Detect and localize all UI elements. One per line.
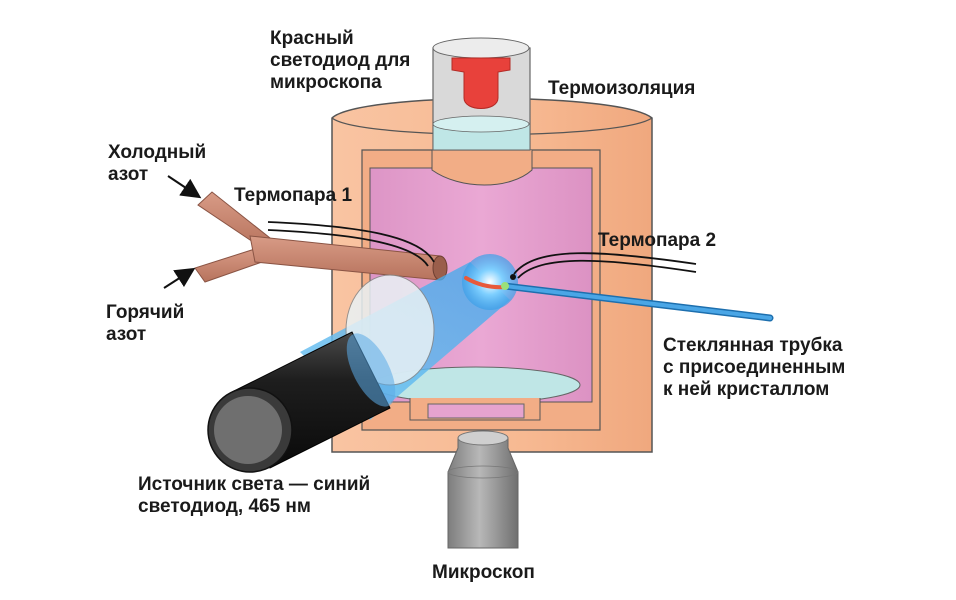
red-led-label: Красный светодиод для микроскопа — [270, 28, 411, 93]
glass-tube-label: Стеклянная трубка с присоединенным к ней… — [663, 335, 846, 400]
light-source-label: Источник света — синий светодиод, 465 нм — [138, 474, 371, 517]
hot-nitrogen-label: Горячий азот — [106, 302, 185, 345]
sample-glow — [462, 254, 518, 310]
microscope — [447, 430, 519, 549]
light-source-lamp — [207, 331, 396, 473]
glass-tube — [464, 276, 774, 322]
thermocouple-1-label: Термопара 1 — [234, 185, 353, 206]
microscope-label: Микроскоп — [432, 562, 535, 583]
nitrogen-pipe — [194, 191, 448, 283]
thermocouple-2-label: Термопара 2 — [598, 230, 717, 251]
insulation-label: Термоизоляция — [548, 78, 696, 99]
thermocouple-2-wires — [510, 252, 697, 280]
cold-nitrogen-arrow — [167, 175, 202, 199]
hot-nitrogen-arrow — [163, 267, 196, 289]
cold-nitrogen-label: Холодный азот — [108, 142, 207, 185]
red-led-assembly — [432, 37, 531, 151]
thermocouple-1-wires — [267, 221, 435, 267]
